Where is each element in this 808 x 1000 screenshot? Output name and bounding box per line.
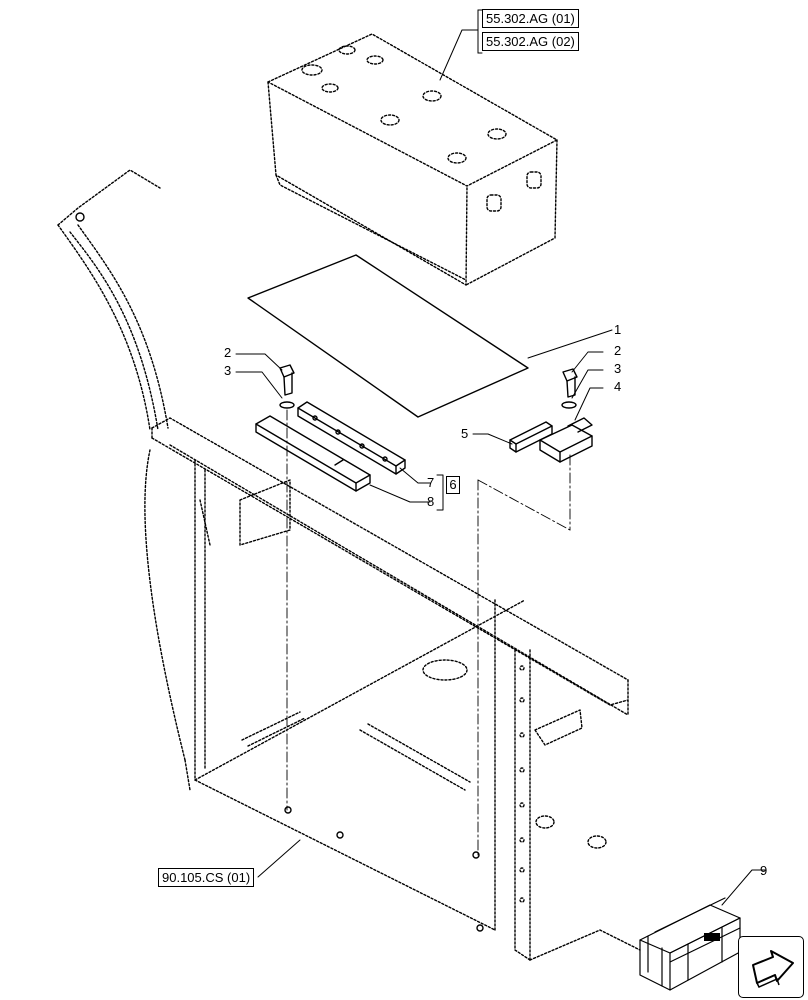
mount-hole	[336, 831, 344, 839]
washer-right	[561, 401, 577, 409]
battery-mat	[247, 254, 529, 418]
callout-9: 9	[760, 863, 768, 878]
frame-beam	[151, 417, 629, 716]
fender-bolt	[75, 212, 85, 222]
bolt-right	[562, 368, 578, 398]
mount-hole	[472, 851, 480, 859]
callout-2-left: 2	[224, 345, 232, 360]
callout-8: 8	[427, 494, 435, 509]
center-lines	[286, 409, 571, 856]
fender-panel	[57, 169, 211, 791]
mount-hole	[476, 924, 484, 932]
callout-1: 1	[614, 322, 622, 337]
callout-3-left: 3	[224, 363, 232, 378]
callout-3-right: 3	[614, 361, 622, 376]
battery-box	[194, 459, 641, 961]
callout-4: 4	[614, 379, 622, 394]
callout-2-right: 2	[614, 343, 622, 358]
clamp-bar-7	[297, 401, 406, 475]
ref-label-ag02[interactable]: 55.302.AG (02)	[482, 32, 579, 51]
clamp-part-4	[539, 417, 593, 463]
leader-lines	[235, 9, 766, 906]
kit-label-6[interactable]: 6	[446, 476, 460, 494]
clamp-bar-8	[255, 415, 371, 492]
next-page-arrow-icon	[752, 950, 794, 988]
ref-label-ag01[interactable]: 55.302.AG (01)	[482, 9, 579, 28]
ref-label-cs01[interactable]: 90.105.CS (01)	[158, 868, 255, 887]
mount-hole	[284, 806, 292, 814]
callout-7: 7	[427, 475, 435, 490]
next-page-button[interactable]	[738, 936, 804, 998]
washer-left	[279, 401, 295, 409]
callout-5: 5	[461, 426, 469, 441]
battery	[267, 33, 558, 286]
crate-icon	[639, 897, 741, 991]
bolt-left	[279, 364, 295, 396]
